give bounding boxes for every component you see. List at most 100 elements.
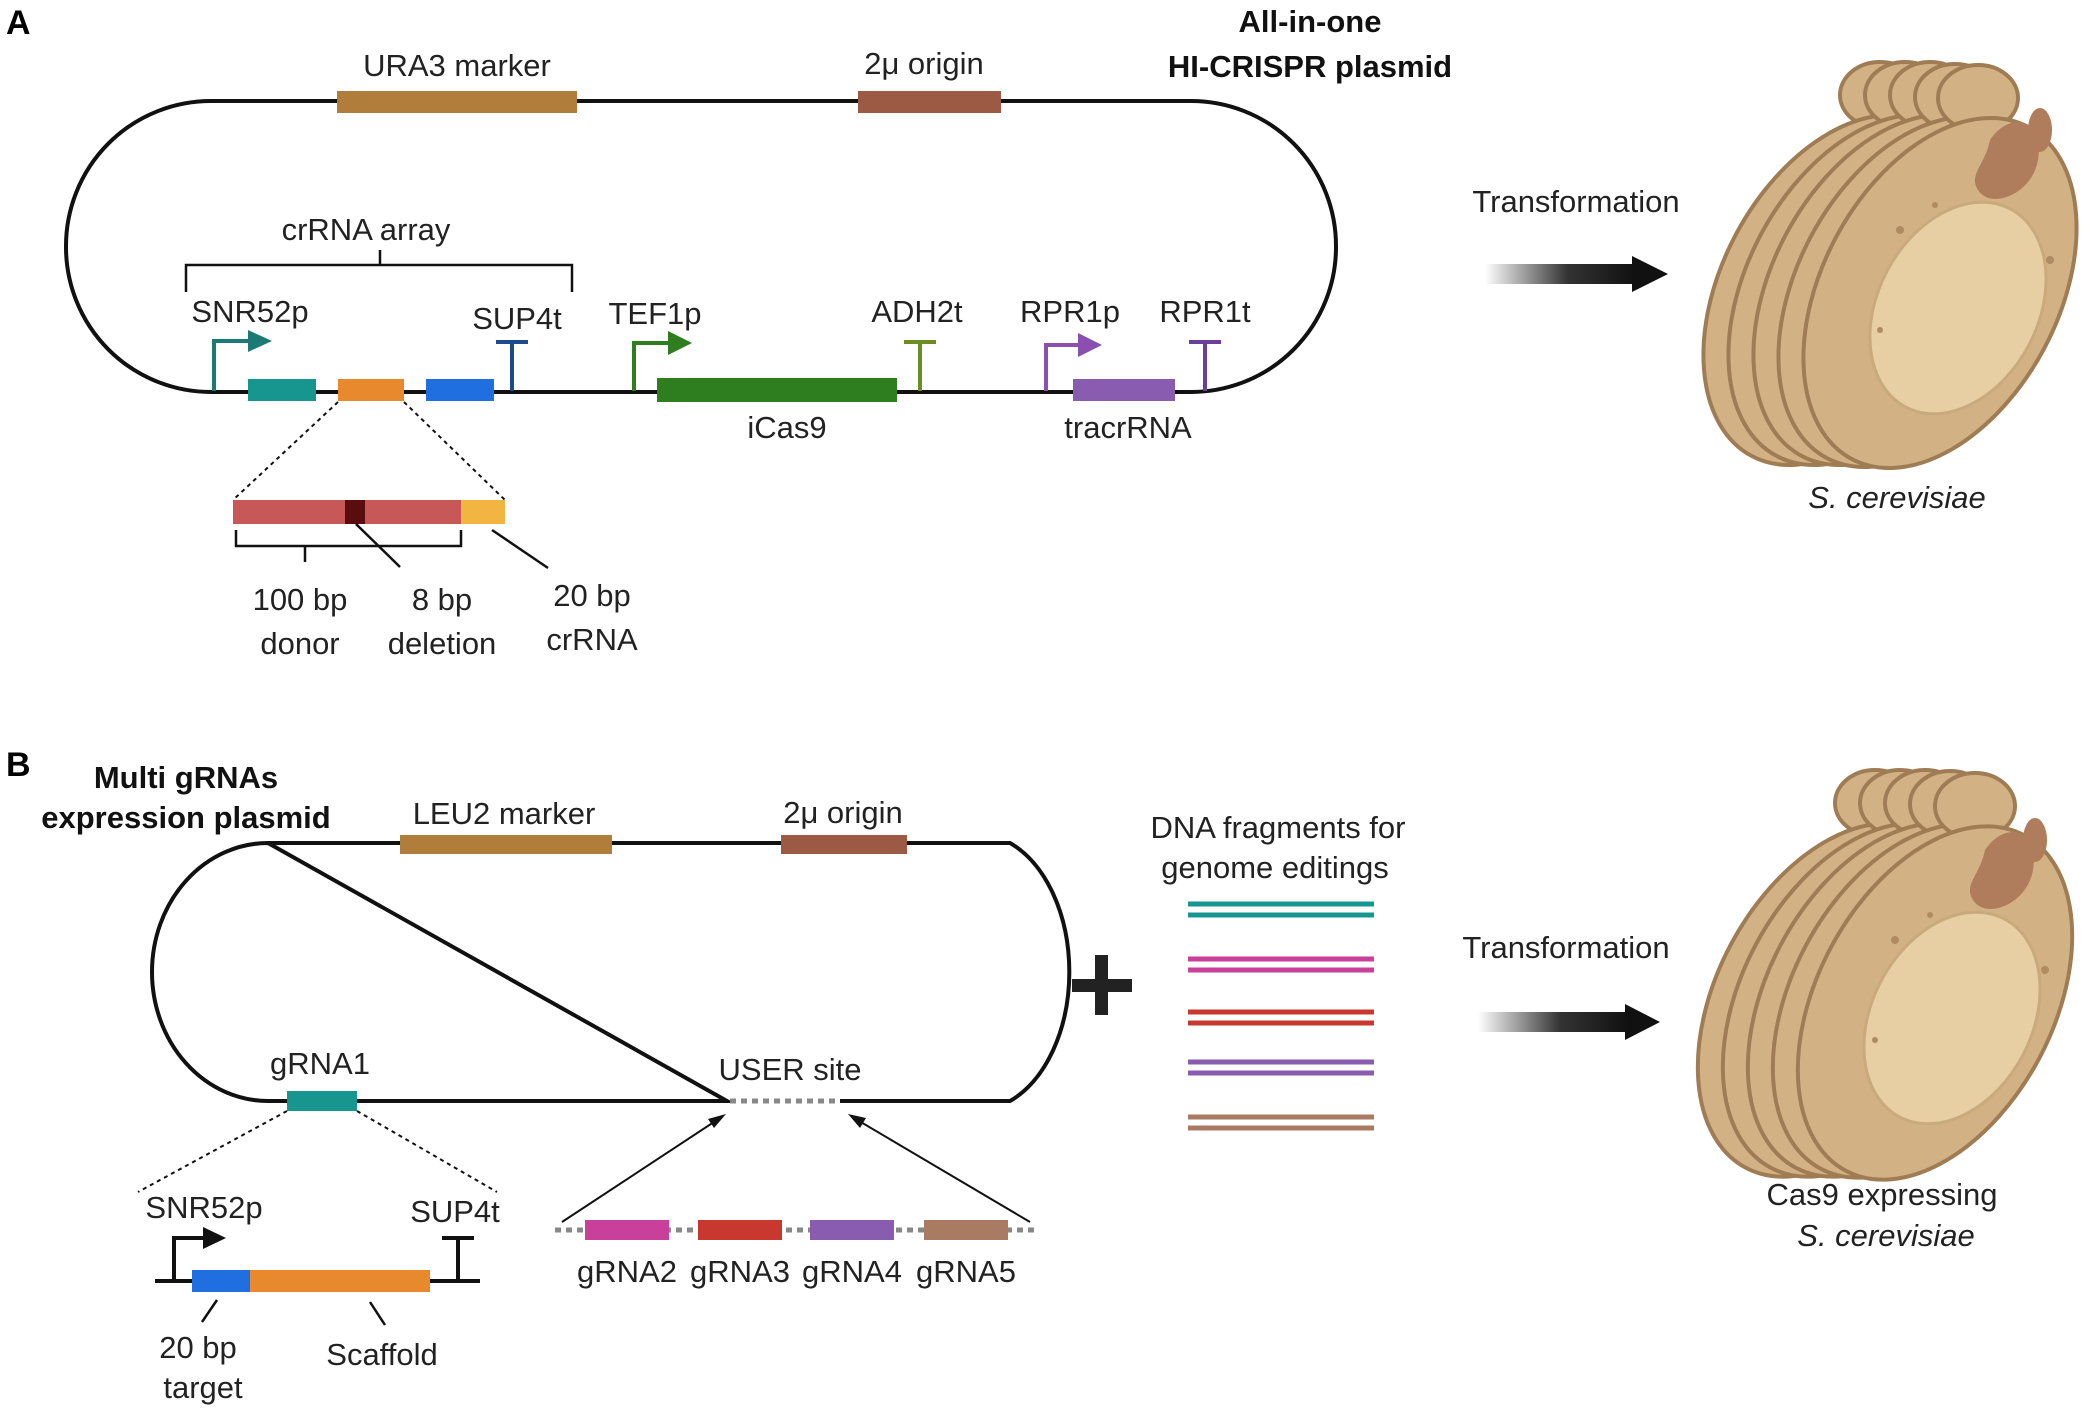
grna1-block: [287, 1091, 357, 1111]
grna3-block: [698, 1220, 782, 1240]
scaffold-region: [250, 1270, 430, 1292]
deletion-region: [345, 500, 365, 524]
panel-b-title-line2: expression plasmid: [41, 800, 330, 835]
snr52p-promoter-b: [172, 1236, 205, 1281]
transformation-arrow-a: [1485, 264, 1635, 284]
grna3-label: gRNA3: [690, 1254, 790, 1289]
dna-fragment-purple: [1188, 1059, 1374, 1076]
insert-arrowhead-left-icon: [708, 1114, 726, 1128]
rpr1p-arrow-icon: [1078, 333, 1102, 357]
transformation-arrowhead-a-icon: [1632, 256, 1668, 292]
grna1-zoom-lines: [137, 1110, 498, 1193]
plasmid-a-backbone: [64, 99, 1338, 394]
snr52p-label-b: SNR52p: [145, 1190, 262, 1225]
tef1p-arrow-icon: [668, 331, 692, 355]
origin-a-label: 2μ origin: [864, 46, 984, 81]
crrna-zoom-lines: [232, 401, 506, 501]
organism-label-b-line2: S. cerevisiae: [1797, 1218, 1974, 1253]
snr52p-promoter-a: [212, 339, 250, 391]
fragments-label-line2: genome editings: [1161, 850, 1389, 885]
tracrrna-gene: [1073, 379, 1175, 401]
plus-icon: [1072, 955, 1132, 1015]
plasmid-b-backbone: [150, 840, 1072, 1103]
panel-a-title-line1: All-in-one: [1239, 4, 1382, 39]
grna2-block: [585, 1220, 669, 1240]
deletion-pointer: [355, 523, 401, 568]
dna-fragment-teal: [1188, 901, 1374, 918]
yeast-icon-a: [1701, 60, 2079, 470]
rpr1t-label: RPR1t: [1159, 294, 1251, 329]
sup4t-terminator-b: [442, 1236, 474, 1281]
dna-fragment-tan: [1188, 1114, 1374, 1131]
tef1p-promoter: [632, 341, 670, 391]
dna-fragment-magenta: [1188, 956, 1374, 973]
rpr1t-terminator: [1189, 340, 1221, 391]
organism-label-b-line1: Cas9 expressing: [1767, 1177, 1998, 1212]
crrna-array-bracket: [184, 250, 574, 292]
grna2-label: gRNA2: [577, 1254, 677, 1289]
transformation-arrow-b: [1478, 1012, 1628, 1032]
target-label-line2: target: [163, 1370, 243, 1405]
grna4-label: gRNA4: [802, 1254, 902, 1289]
adh2t-terminator: [904, 340, 936, 391]
sup4t-terminator-a: [496, 340, 528, 391]
leu2-label: LEU2 marker: [413, 796, 596, 831]
ura3-label: URA3 marker: [363, 48, 551, 83]
insert-arrow-right: [853, 1117, 1031, 1223]
rpr1p-label: RPR1p: [1020, 294, 1120, 329]
leu2-marker: [400, 835, 612, 854]
grna5-label: gRNA5: [916, 1254, 1016, 1289]
crrna-blue-block: [426, 379, 494, 401]
target-pointer: [200, 1299, 219, 1323]
grna5-block: [924, 1220, 1008, 1240]
crrna-pointer: [491, 528, 549, 570]
sup4t-label-a: SUP4t: [472, 301, 562, 336]
scaffold-pointer: [368, 1301, 387, 1326]
organism-label-a: S. cerevisiae: [1808, 480, 1985, 515]
transformation-label-a: Transformation: [1472, 184, 1679, 219]
origin-b-label: 2μ origin: [783, 795, 903, 830]
crrna-label-line1: 20 bp: [553, 578, 631, 613]
transformation-arrowhead-b-icon: [1625, 1004, 1660, 1040]
donor-label-line1: 100 bp: [253, 582, 348, 617]
snr52p-arrow-b-icon: [203, 1227, 226, 1249]
icas9-gene: [657, 378, 897, 402]
target-region: [192, 1270, 250, 1292]
tracrrna-label: tracrRNA: [1064, 410, 1192, 445]
crrna-teal-block: [248, 379, 316, 401]
snr52p-label-a: SNR52p: [191, 294, 308, 329]
insert-arrowhead-right-icon: [848, 1114, 866, 1128]
yeast-icon-b: [1695, 768, 2075, 1182]
crrna-orange-block: [338, 379, 404, 401]
origin-b: [781, 835, 907, 854]
crrna-label-line2: crRNA: [546, 622, 638, 657]
scaffold-label: Scaffold: [326, 1337, 437, 1372]
insert-arrow-left: [561, 1117, 721, 1223]
donor-label-line2: donor: [260, 626, 339, 661]
transformation-label-b: Transformation: [1462, 930, 1669, 965]
grna1-label: gRNA1: [270, 1046, 370, 1081]
rpr1p-promoter: [1044, 343, 1080, 391]
crrna-array-label: crRNA array: [282, 212, 451, 247]
icas9-label: iCas9: [747, 410, 826, 445]
donor-bracket: [234, 530, 463, 562]
ura3-marker: [337, 91, 577, 113]
adh2t-label: ADH2t: [871, 294, 963, 329]
target-label-line1: 20 bp: [159, 1330, 237, 1365]
user-site-label: USER site: [719, 1052, 862, 1087]
grna4-block: [810, 1220, 894, 1240]
deletion-label-line1: 8 bp: [412, 582, 472, 617]
panel-a-letter: A: [6, 4, 31, 42]
deletion-label-line2: deletion: [388, 626, 497, 661]
origin-a: [858, 91, 1001, 113]
dna-fragment-red: [1188, 1009, 1374, 1026]
panel-a-title-line2: HI-CRISPR plasmid: [1168, 49, 1452, 84]
fragments-label-line1: DNA fragments for: [1151, 810, 1406, 845]
tef1p-label: TEF1p: [608, 296, 701, 331]
panel-b-letter: B: [6, 746, 31, 784]
sup4t-label-b: SUP4t: [410, 1194, 500, 1229]
crrna-region: [461, 500, 505, 524]
panel-b-title-line1: Multi gRNAs: [94, 760, 278, 795]
snr52p-arrow-icon: [248, 330, 272, 352]
